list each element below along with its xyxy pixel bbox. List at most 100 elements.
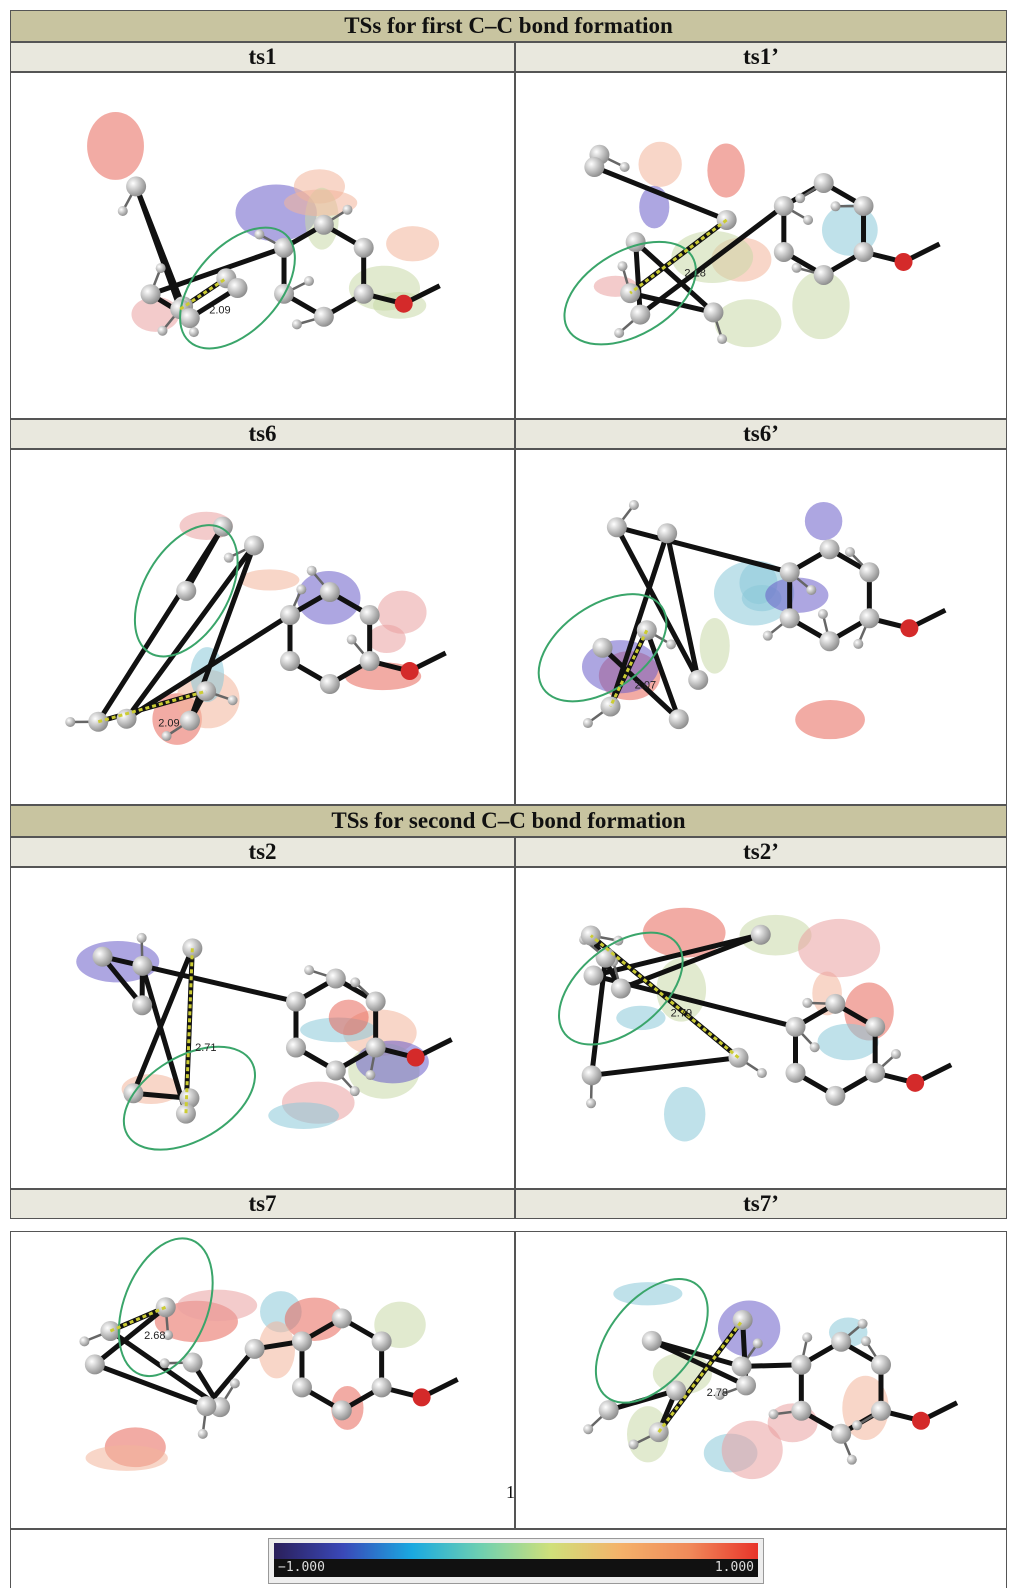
bond-distance: 2.18 [684,268,705,280]
nci-surface [817,1023,879,1061]
colorbar-cell [10,1529,1007,1588]
hydrogen-atom [853,638,864,649]
carbon-atom [580,925,601,946]
carbon-atom [595,947,616,968]
nci-surface [795,700,865,740]
highlight-ellipse [594,1278,709,1404]
carbon-atom [243,535,264,556]
hydrogen-atom [349,1086,360,1097]
carbon-atom [732,1310,753,1331]
nci-surface [284,1297,345,1341]
oxygen-atom [406,1048,425,1067]
hydrogen-atom [79,1336,90,1347]
hydrogen-atom [768,1409,779,1420]
carbon-atom [325,968,346,989]
hydrogen-atom [806,584,817,595]
bond [614,524,701,683]
hydrogen-atom [619,161,630,172]
panel-label-ts2: ts2 [10,837,515,867]
nci-surface [714,299,782,348]
hydrogen-atom [161,731,172,742]
nci-surface [707,143,745,198]
nci-surface [239,569,300,591]
carbon-atom [291,1377,312,1398]
hydrogen-atom [857,1318,868,1329]
nci-surface [642,907,726,958]
oxygen-atom [900,619,919,638]
panel-label-ts7: ts7 [10,1189,515,1219]
oxygen-atom [912,1411,931,1430]
oxygen-atom [894,252,913,271]
hydrogen-atom [188,327,199,338]
carbon-atom [750,924,771,945]
bond [95,524,226,725]
nci-surface [626,1406,669,1463]
carbon-atom [583,965,604,986]
molecule-ts1: 2.09 [10,72,515,419]
nci-surface [258,1321,296,1379]
carbon-atom [606,517,627,538]
carbon-atom [791,1400,812,1421]
carbon-atom [859,608,880,629]
hydrogen-atom [830,201,841,212]
hydrogen-atom [844,546,855,557]
hydrogen-atom [65,716,76,727]
forming-bond [109,1305,167,1333]
carbon-atom [785,1062,806,1083]
carbon-atom [666,1380,687,1401]
bond [107,1328,223,1410]
carbon-atom [365,1037,386,1058]
oxygen-atom [906,1073,925,1092]
carbon-atom [365,991,386,1012]
bond [649,1338,745,1369]
hydrogen-atom [227,695,238,706]
forming-bond [629,218,728,295]
molecule-ts7: 2.68 [10,1231,515,1529]
carbon-atom [773,241,794,262]
molecule-ts1p: 2.18 [515,72,1007,419]
carbon-atom [279,605,300,626]
carbon-atom [825,993,846,1014]
hydrogen-atom [365,1070,376,1081]
carbon-atom [353,283,374,304]
carbon-atom [853,195,874,216]
hydrogen-atom [346,634,357,645]
carbon-atom [179,710,200,731]
forming-bond [97,689,207,724]
nci-surface [367,624,406,654]
carbon-atom [371,1377,392,1398]
carbon-atom [291,1331,312,1352]
carbon-atom [791,1354,812,1375]
carbon-atom [92,946,113,967]
carbon-atom [285,991,306,1012]
hydrogen-atom [714,1389,725,1400]
oxygen-atom [394,294,413,313]
hydrogen-atom [803,215,814,226]
carbon-atom [176,580,197,601]
molecule-ts2: 2.71 [10,867,515,1189]
carbon-atom [331,1400,352,1421]
hydrogen-atom [296,584,307,595]
carbon-atom [630,304,651,325]
bond [649,1338,749,1388]
bond [92,1361,209,1409]
bond [92,1304,169,1367]
hydrogen-atom [614,327,625,338]
color-scale-labels: −1.000 1.000 [274,1559,758,1577]
hydrogen-atom [350,977,361,988]
nci-surface [656,958,707,1022]
nci-surface [85,1445,168,1471]
carbon-atom [140,284,161,305]
highlight-ellipse [563,240,697,346]
section-header-first: TSs for first C–C bond formation [10,10,1007,42]
carbon-atom [371,1331,392,1352]
bond [607,530,670,709]
carbon-atom [325,1060,346,1081]
bond [606,1388,679,1413]
bond [130,945,195,1096]
hydrogen-atom [303,276,314,287]
oxygen-atom [412,1388,431,1407]
nci-surface [283,189,358,217]
carbon-atom [313,306,334,327]
bond-distance: 2.09 [209,305,230,317]
